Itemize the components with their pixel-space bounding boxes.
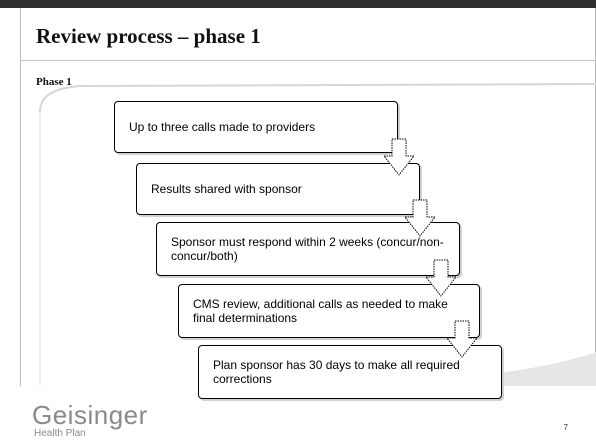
logo-wordmark: Geisinger: [32, 400, 148, 430]
section-subtitle: Phase 1: [36, 76, 72, 88]
down-arrow-icon: [404, 199, 436, 237]
down-arrow-icon: [446, 320, 478, 358]
process-step-1-label: Up to three calls made to providers: [129, 120, 316, 134]
page-number: 7: [563, 423, 568, 432]
process-step-5: Plan sponsor has 30 days to make all req…: [198, 345, 502, 399]
process-step-1: Up to three calls made to providers: [114, 101, 398, 153]
process-step-4: CMS review, additional calls as needed t…: [178, 284, 480, 338]
page-title: Review process – phase 1: [36, 24, 261, 48]
process-step-2: Results shared with sponsor: [136, 163, 420, 215]
process-step-3-label: Sponsor must respond within 2 weeks (con…: [171, 235, 444, 263]
process-step-4-label: CMS review, additional calls as needed t…: [193, 297, 448, 325]
process-step-3: Sponsor must respond within 2 weeks (con…: [156, 222, 460, 276]
top-bar: [0, 0, 596, 8]
process-step-5-label: Plan sponsor has 30 days to make all req…: [213, 358, 460, 386]
down-arrow-icon: [425, 259, 457, 297]
logo-tagline: Health Plan: [34, 428, 86, 439]
process-step-2-label: Results shared with sponsor: [151, 182, 302, 196]
company-logo: Geisinger Health Plan: [32, 402, 148, 440]
title-divider: [20, 60, 596, 61]
down-arrow-icon: [383, 138, 415, 176]
